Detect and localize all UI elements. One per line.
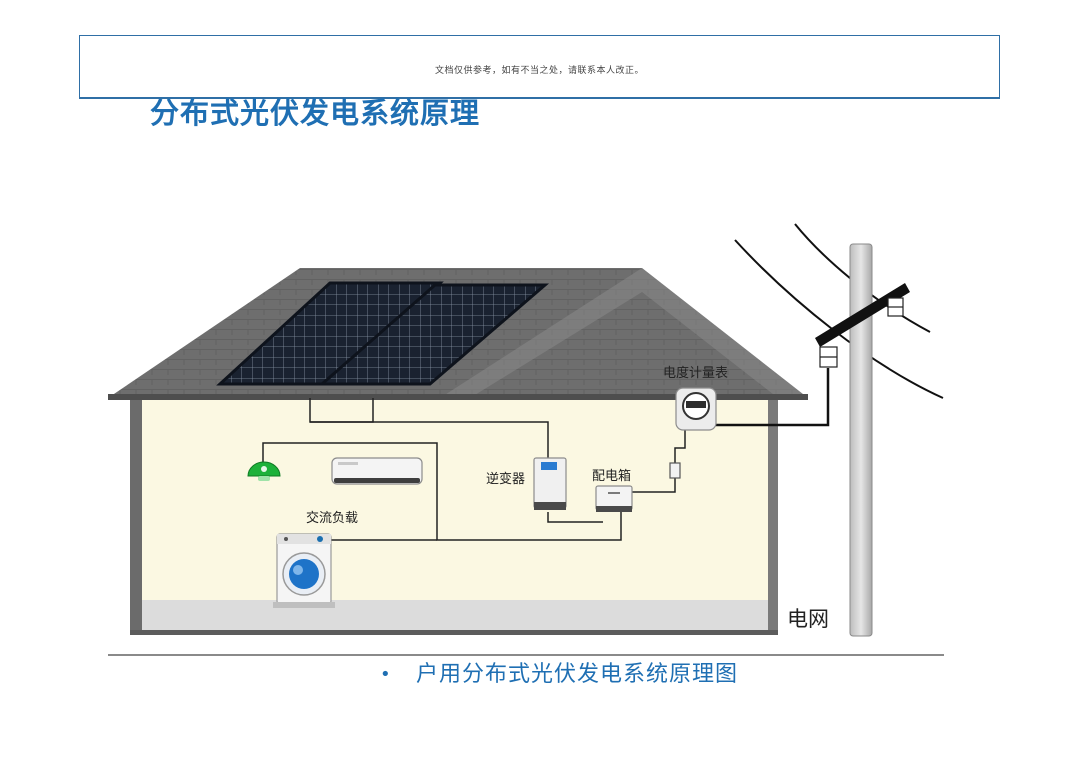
label-meter: 电度计量表 [663, 365, 728, 381]
distribution-box [596, 486, 632, 512]
label-grid: 电网 [787, 607, 829, 631]
caption-bullet: • [380, 660, 391, 690]
caption: • 户用分布式光伏发电系统原理图 [380, 660, 760, 690]
electricity-meter [676, 388, 716, 430]
washing-machine [273, 534, 335, 608]
house-base [130, 630, 778, 635]
house-left-wall [130, 398, 142, 634]
house-interior [140, 398, 770, 600]
house-floor [140, 600, 770, 632]
label-distribution-box: 配电箱 [592, 468, 631, 484]
house-right-wall [768, 398, 778, 634]
utility-pole [850, 244, 872, 636]
label-inverter: 逆变器 [486, 471, 525, 487]
air-conditioner [332, 458, 422, 484]
switch-box [670, 463, 680, 478]
caption-text: 户用分布式光伏发电系统原理图 [416, 660, 760, 690]
label-ac-load: 交流负载 [306, 510, 358, 526]
caption-separator [108, 654, 944, 656]
inverter [534, 458, 566, 510]
